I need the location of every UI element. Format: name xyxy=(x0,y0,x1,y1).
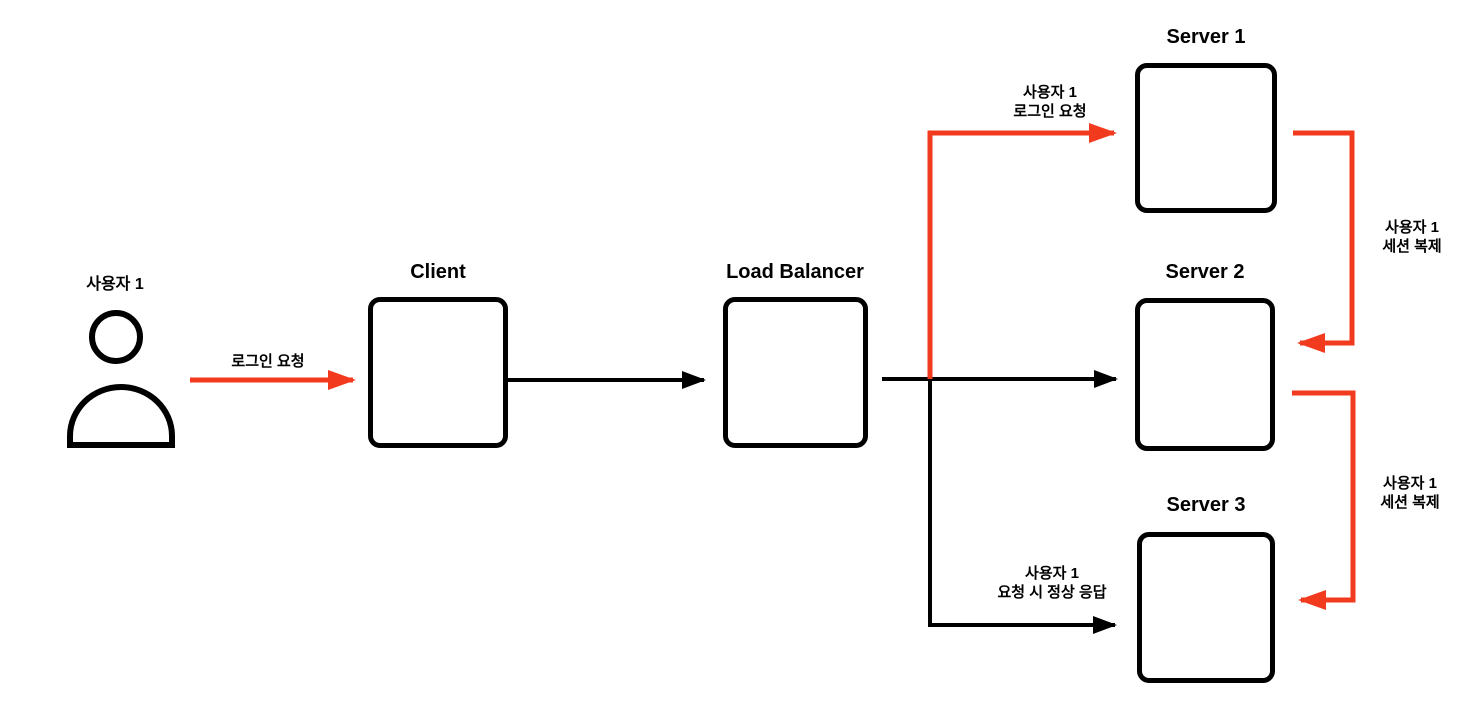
edge-label-line: 로그인 요청 xyxy=(231,353,305,370)
edge-label-line: 세션 복제 xyxy=(1382,238,1442,255)
edge-label-line: 세션 복제 xyxy=(1380,494,1440,511)
edge-server1-to-server2-session xyxy=(1293,130,1355,353)
edge-label-server3-response: 사용자 1 요청 시 정상 응답 xyxy=(997,564,1106,602)
edge-label-server1-login: 사용자 1 로그인 요청 xyxy=(1013,83,1086,121)
edge-loadbalancer-to-server3 xyxy=(928,380,1117,634)
edge-label-session-copy-2: 사용자 1 세션 복제 xyxy=(1380,474,1439,512)
user-icon-head xyxy=(89,310,143,364)
node-server2 xyxy=(1135,298,1275,451)
edge-label-line: 로그인 요청 xyxy=(1013,103,1087,120)
client-title: Client xyxy=(410,261,466,283)
server3-title: Server 3 xyxy=(1166,494,1246,516)
node-server1 xyxy=(1135,63,1277,213)
node-load-balancer xyxy=(723,297,868,448)
edge-label-session-copy-1: 사용자 1 세션 복제 xyxy=(1382,218,1441,256)
edge-label-line: 사용자 1 xyxy=(1023,84,1077,101)
edge-label-line: 요청 시 정상 응답 xyxy=(997,584,1107,601)
user-icon-body xyxy=(67,384,175,448)
load-balancer-title: Load Balancer xyxy=(726,261,864,283)
edge-label-line: 사용자 1 xyxy=(1385,219,1439,236)
edge-loadbalancer-to-server1 xyxy=(927,123,1117,379)
user-label: 사용자 1 xyxy=(86,276,144,293)
edge-label-line: 사용자 1 xyxy=(1383,475,1437,492)
server2-title: Server 2 xyxy=(1165,261,1245,283)
edge-server2-to-server3-session xyxy=(1292,390,1356,610)
node-server3 xyxy=(1137,532,1275,683)
node-client xyxy=(368,297,508,448)
edge-label-login-request: 로그인 요청 xyxy=(231,352,304,371)
server1-title: Server 1 xyxy=(1166,26,1246,48)
edge-label-line: 사용자 1 xyxy=(1025,565,1079,582)
user-icon xyxy=(60,305,180,450)
